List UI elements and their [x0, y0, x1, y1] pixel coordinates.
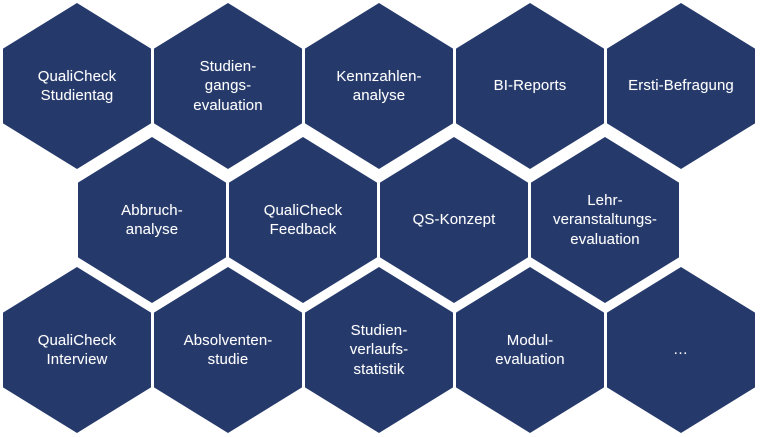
- hex-abbruchanalyse[interactable]: Abbruch- analyse: [78, 137, 226, 303]
- hex-label: Ersti-Befragung: [628, 77, 734, 95]
- hex-label: QualiCheck Studientag: [37, 67, 117, 105]
- hex-qs-konzept[interactable]: QS-Konzept: [380, 137, 528, 303]
- hex-label: Studien- gangs- evaluation: [193, 57, 263, 114]
- hex-label: …: [673, 341, 689, 359]
- hex-studiengangsevaluation[interactable]: Studien- gangs- evaluation: [154, 3, 302, 169]
- hex-label: QualiCheck Interview: [37, 331, 117, 369]
- hex-qualicheck-studientag[interactable]: QualiCheck Studientag: [3, 3, 151, 169]
- hex-lehrveranstaltungsevaluation[interactable]: Lehr- veranstaltungs- evaluation: [531, 137, 679, 303]
- hex-qualicheck-feedback[interactable]: QualiCheck Feedback: [229, 137, 377, 303]
- hex-label: Studien- verlaufs- statistik: [349, 321, 409, 378]
- hex-label: Lehr- veranstaltungs- evaluation: [552, 191, 658, 248]
- hex-label: Modul- evaluation: [495, 331, 565, 369]
- hex-ersti-befragung[interactable]: Ersti-Befragung: [607, 3, 755, 169]
- hex-bi-reports[interactable]: BI-Reports: [456, 3, 604, 169]
- hex-label: QS-Konzept: [412, 211, 496, 229]
- hex-label: Kennzahlen- analyse: [336, 67, 422, 105]
- hex-label: BI-Reports: [493, 77, 567, 95]
- hex-kennzahlenanalyse[interactable]: Kennzahlen- analyse: [305, 3, 453, 169]
- hex-label: Abbruch- analyse: [121, 201, 183, 239]
- hex-label: Absolventen- studie: [183, 331, 273, 369]
- hex-label: QualiCheck Feedback: [263, 201, 343, 239]
